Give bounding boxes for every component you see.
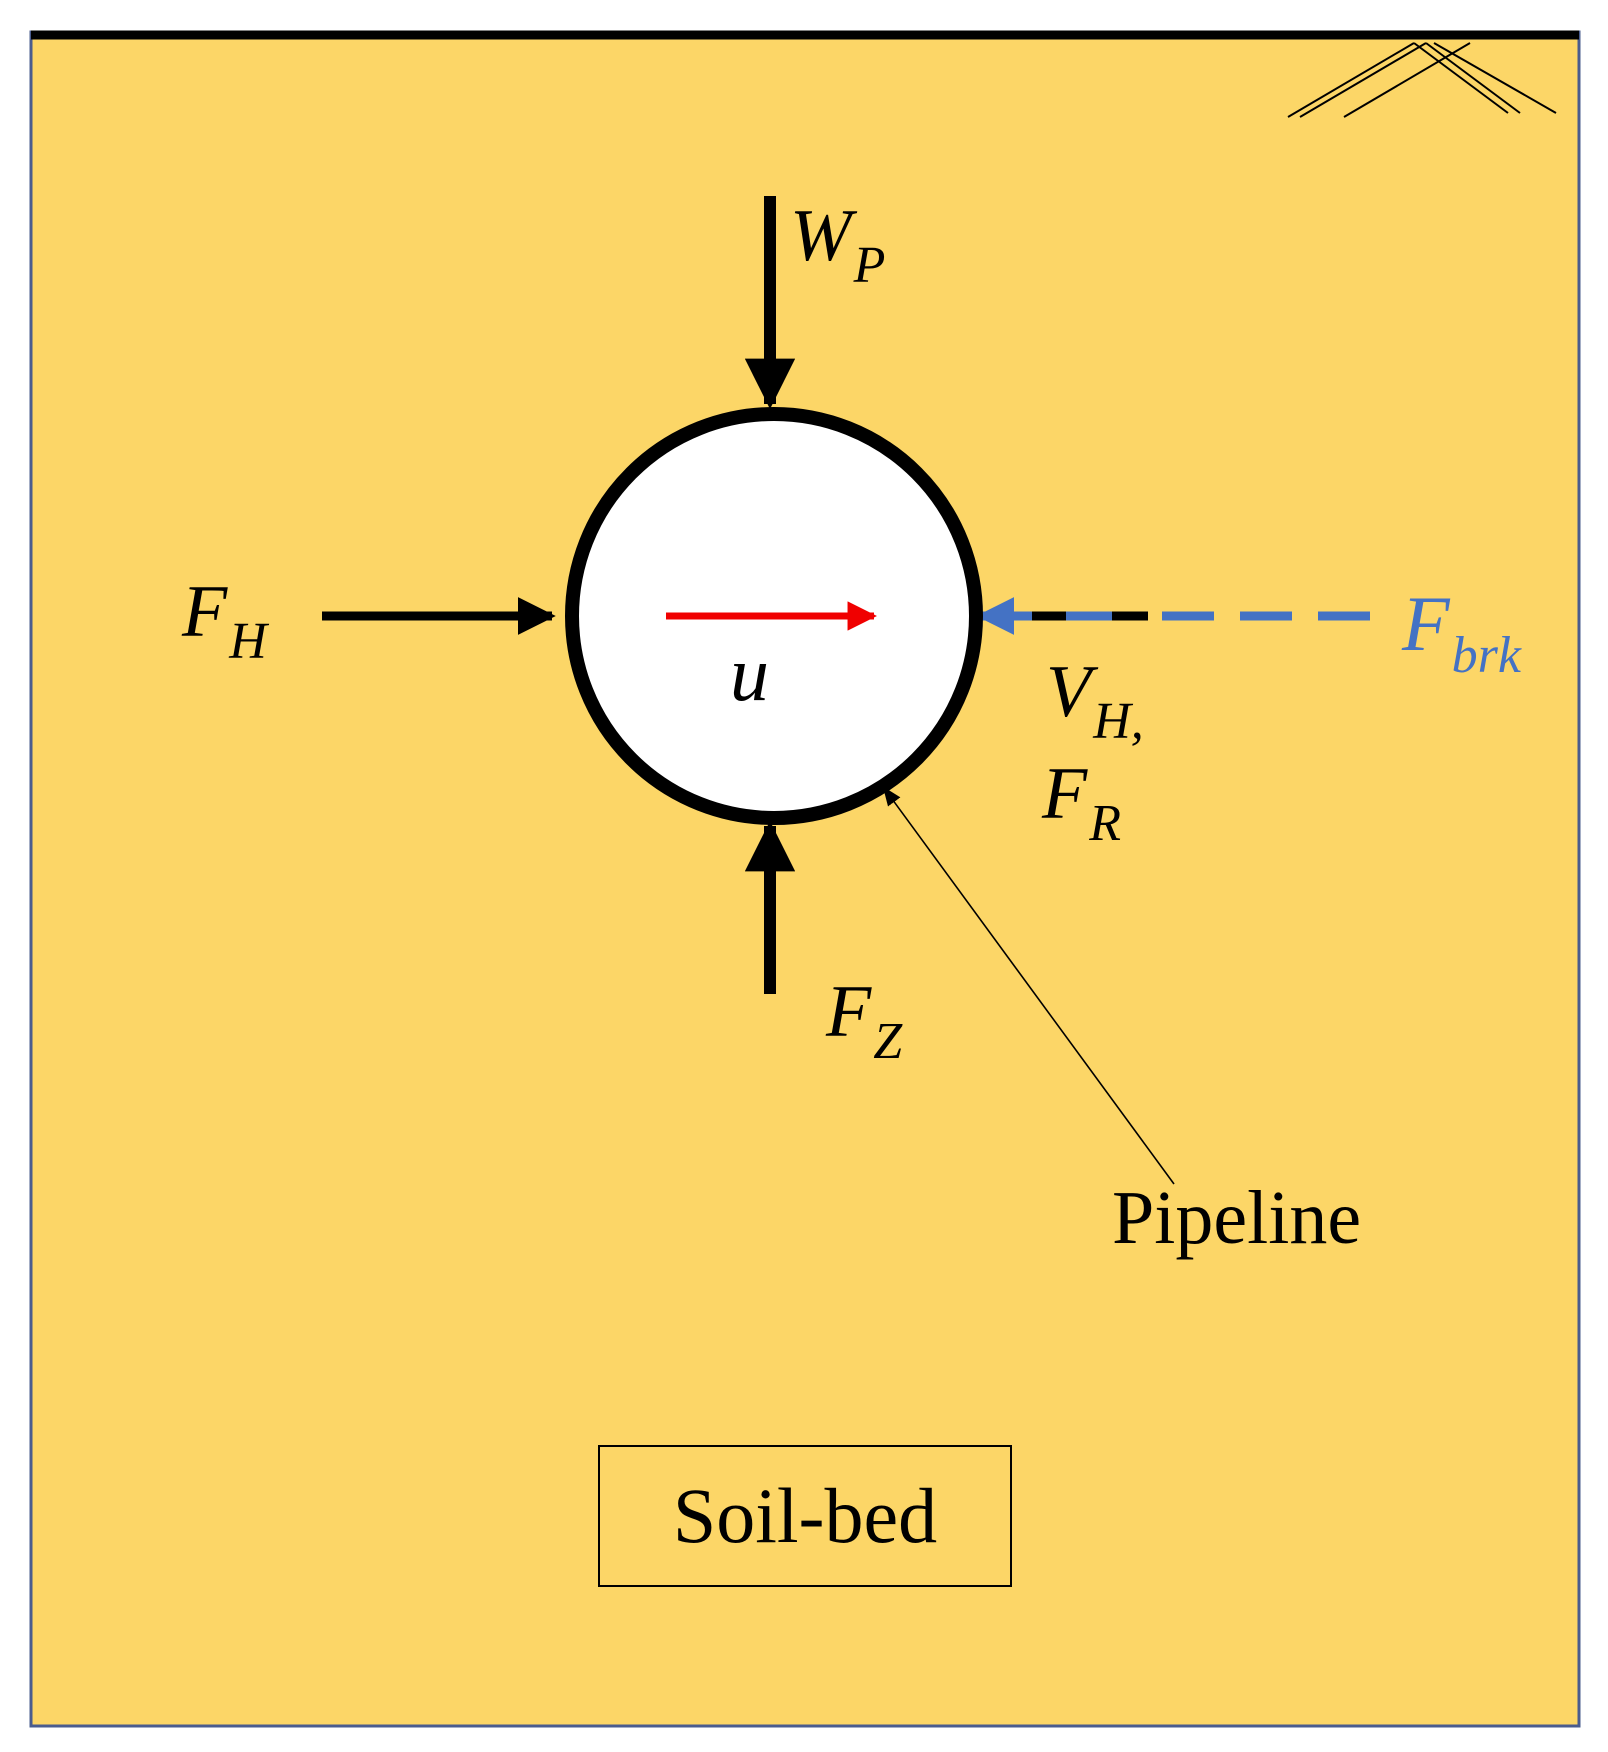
displacement-label: u — [730, 630, 769, 717]
soil-bed-label: Soil-bed — [672, 1472, 938, 1559]
soil-bed-label-box: Soil-bed — [598, 1445, 1012, 1587]
pipeline-leader-line — [882, 786, 1175, 1185]
pipeline-label: Pipeline — [1112, 1176, 1362, 1260]
weight-label: WP — [790, 195, 885, 294]
horizontal-force-label: FH — [181, 571, 269, 670]
shear-force-label: VH, — [1046, 651, 1144, 750]
breaking-force-label: Fbrk — [1401, 580, 1522, 684]
soil-bed-area — [29, 30, 1581, 1728]
ground-hatch-icon — [1287, 42, 1557, 118]
resistance-force-label: FR — [1041, 753, 1121, 852]
vertical-force-label: FZ — [825, 971, 903, 1070]
